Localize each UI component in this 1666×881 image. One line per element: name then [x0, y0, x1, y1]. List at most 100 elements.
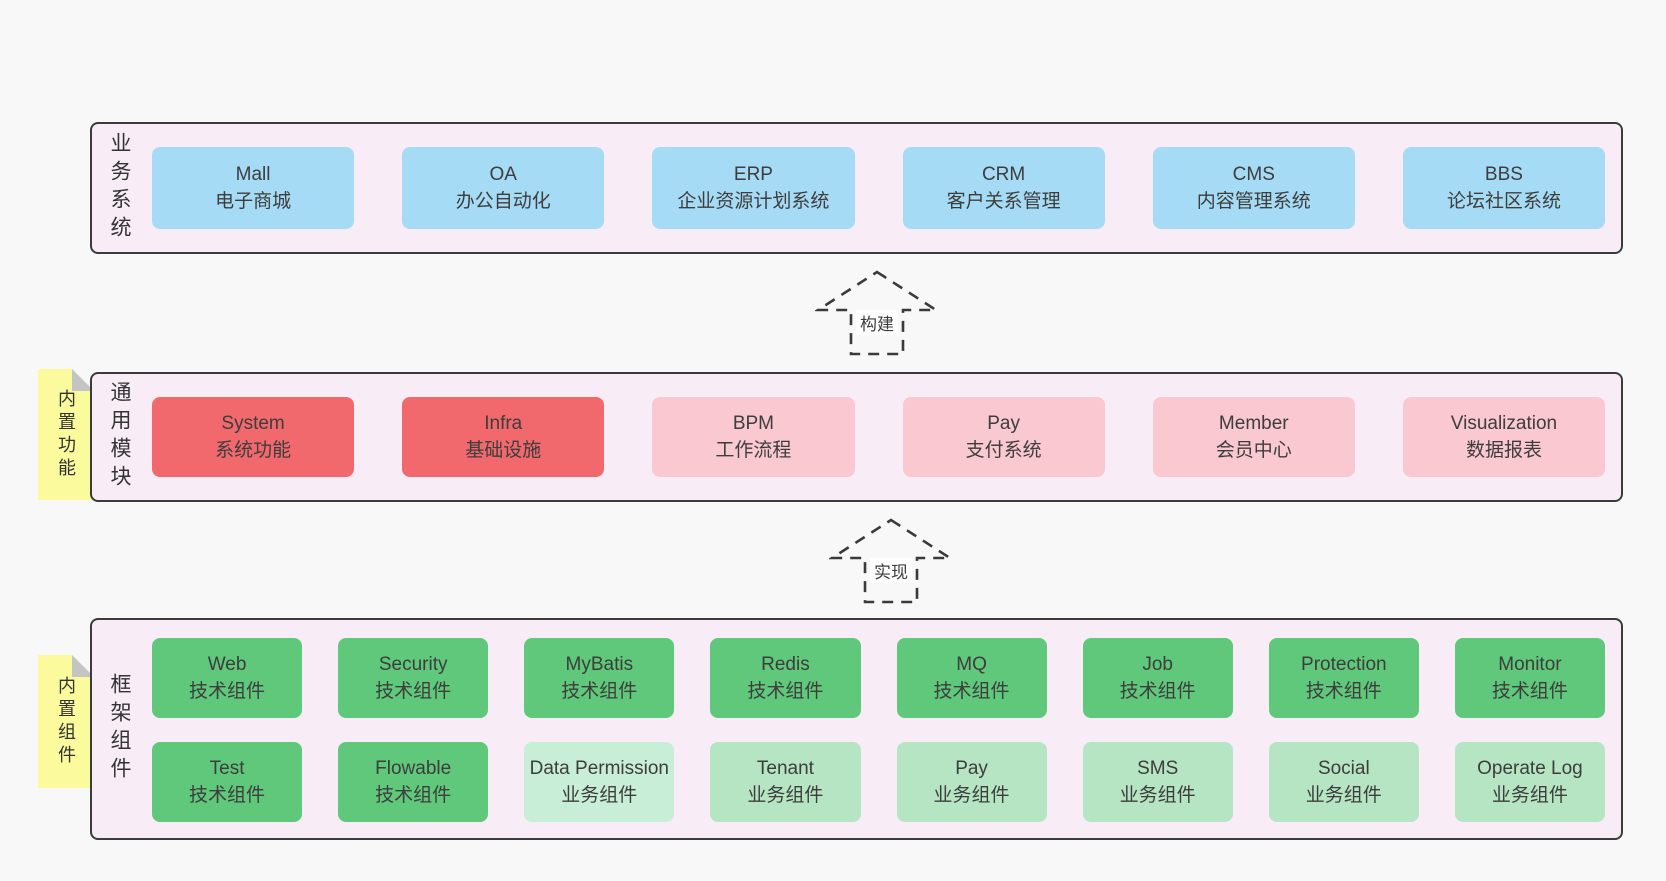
box-title: Member — [1218, 413, 1289, 434]
framework-box-operate-log: Operate Log 业务组件 — [1454, 742, 1605, 822]
box-title: BBS — [1484, 164, 1523, 185]
framework-box-data-permission: Data Permission 业务组件 — [524, 742, 675, 822]
box-title: MQ — [956, 654, 987, 675]
box-subtitle: 系统功能 — [215, 440, 292, 461]
box-subtitle: 业务组件 — [1491, 785, 1568, 806]
framework-box-mq: MQ 技术组件 — [896, 638, 1047, 718]
framework-box-flowable: Flowable 技术组件 — [338, 742, 489, 822]
framework-row-1: Web 技术组件 Security 技术组件 MyBatis 技术组件 Redi… — [152, 638, 1605, 718]
box-title: ERP — [733, 164, 773, 185]
box-title: System — [221, 413, 285, 434]
box-subtitle: 技术组件 — [747, 681, 824, 702]
framework-box-rows: Web 技术组件 Security 技术组件 MyBatis 技术组件 Redi… — [152, 638, 1605, 822]
box-title: BPM — [732, 413, 775, 434]
business-box-bbs: BBS 论坛社区系统 — [1402, 147, 1606, 229]
box-subtitle: 技术组件 — [1305, 681, 1382, 702]
box-title: SMS — [1137, 758, 1179, 779]
built-in-features-note: 内置功能 — [38, 369, 94, 500]
box-subtitle: 业务组件 — [561, 785, 638, 806]
box-title: Security — [378, 654, 448, 675]
box-subtitle: 技术组件 — [375, 681, 452, 702]
business-box-oa: OA 办公自动化 — [402, 147, 605, 229]
box-title: Protection — [1301, 654, 1387, 675]
box-subtitle: 工作流程 — [715, 440, 792, 461]
framework-box-web: Web 技术组件 — [152, 638, 303, 718]
box-subtitle: 企业资源计划系统 — [677, 191, 830, 212]
framework-box-sms: SMS 业务组件 — [1082, 742, 1233, 822]
framework-box-monitor: Monitor 技术组件 — [1454, 638, 1605, 718]
box-title: OA — [489, 164, 517, 185]
business-systems-panel: 业务系统 Mall 电子商城 OA 办公自动化 ERP 企业资源计划系统 CRM… — [90, 122, 1623, 254]
framework-box-job: Job 技术组件 — [1082, 638, 1233, 718]
framework-box-social: Social 业务组件 — [1268, 742, 1419, 822]
box-title: Operate Log — [1477, 758, 1583, 779]
framework-box-tenant: Tenant 业务组件 — [710, 742, 861, 822]
box-title: MyBatis — [565, 654, 634, 675]
box-subtitle: 技术组件 — [189, 785, 266, 806]
box-title: Pay — [987, 413, 1020, 434]
box-subtitle: 业务组件 — [1119, 785, 1196, 806]
box-subtitle: 技术组件 — [375, 785, 452, 806]
box-subtitle: 支付系统 — [965, 440, 1042, 461]
business-panel-label: 业务系统 — [108, 132, 131, 244]
box-title: Pay — [955, 758, 988, 779]
box-title: Tenant — [756, 758, 814, 779]
business-box-crm: CRM 客户关系管理 — [902, 147, 1105, 229]
framework-box-mybatis: MyBatis 技术组件 — [524, 638, 675, 718]
framework-box-pay: Pay 业务组件 — [896, 742, 1047, 822]
box-title: Mall — [235, 164, 271, 185]
business-box-mall: Mall 电子商城 — [152, 147, 355, 229]
box-title: Data Permission — [529, 758, 669, 779]
note-text: 内置组件 — [56, 675, 76, 768]
box-subtitle: 技术组件 — [189, 681, 266, 702]
implement-arrow: 实现 — [829, 517, 953, 605]
business-box-cms: CMS 内容管理系统 — [1152, 147, 1355, 229]
module-box-bpm: BPM 工作流程 — [652, 397, 855, 477]
module-box-infra: Infra 基础设施 — [402, 397, 605, 477]
framework-row-2: Test 技术组件 Flowable 技术组件 Data Permission … — [152, 742, 1605, 822]
framework-box-protection: Protection 技术组件 — [1268, 638, 1419, 718]
module-box-system: System 系统功能 — [152, 397, 355, 477]
module-box-pay: Pay 支付系统 — [902, 397, 1105, 477]
box-subtitle: 技术组件 — [1119, 681, 1196, 702]
box-subtitle: 技术组件 — [933, 681, 1010, 702]
box-subtitle: 客户关系管理 — [946, 191, 1061, 212]
box-subtitle: 内容管理系统 — [1196, 191, 1311, 212]
framework-box-test: Test 技术组件 — [152, 742, 303, 822]
box-subtitle: 办公自动化 — [455, 191, 551, 212]
box-title: CMS — [1232, 164, 1275, 185]
box-subtitle: 业务组件 — [747, 785, 824, 806]
box-title: Flowable — [375, 758, 452, 779]
box-title: Visualization — [1450, 413, 1558, 434]
framework-panel-label: 框架组件 — [108, 673, 131, 785]
box-subtitle: 电子商城 — [215, 191, 292, 212]
box-title: Monitor — [1498, 654, 1562, 675]
modules-box-row: System 系统功能 Infra 基础设施 BPM 工作流程 Pay 支付系统… — [152, 374, 1606, 500]
box-title: Redis — [761, 654, 810, 675]
box-subtitle: 会员中心 — [1215, 440, 1292, 461]
box-subtitle: 数据报表 — [1465, 440, 1542, 461]
box-title: Job — [1142, 654, 1173, 675]
box-subtitle: 技术组件 — [561, 681, 638, 702]
module-box-visualization: Visualization 数据报表 — [1402, 397, 1606, 477]
build-arrow-label: 构建 — [856, 310, 898, 335]
implement-arrow-label: 实现 — [870, 558, 912, 583]
build-arrow: 构建 — [815, 269, 939, 357]
box-title: Test — [209, 758, 245, 779]
box-title: Web — [207, 654, 247, 675]
modules-panel-label: 通用模块 — [108, 381, 131, 493]
business-box-row: Mall 电子商城 OA 办公自动化 ERP 企业资源计划系统 CRM 客户关系… — [152, 124, 1606, 252]
module-box-member: Member 会员中心 — [1152, 397, 1355, 477]
built-in-components-note: 内置组件 — [38, 655, 94, 788]
box-subtitle: 基础设施 — [465, 440, 542, 461]
box-subtitle: 技术组件 — [1491, 681, 1568, 702]
framework-box-redis: Redis 技术组件 — [710, 638, 861, 718]
box-subtitle: 业务组件 — [1305, 785, 1382, 806]
box-title: Infra — [484, 413, 523, 434]
box-title: Social — [1317, 758, 1370, 779]
business-box-erp: ERP 企业资源计划系统 — [652, 147, 855, 229]
common-modules-panel: 通用模块 System 系统功能 Infra 基础设施 BPM 工作流程 Pay… — [90, 372, 1623, 502]
framework-components-panel: 框架组件 Web 技术组件 Security 技术组件 MyBatis 技术组件… — [90, 618, 1623, 840]
box-title: CRM — [981, 164, 1026, 185]
note-text: 内置功能 — [56, 388, 76, 481]
